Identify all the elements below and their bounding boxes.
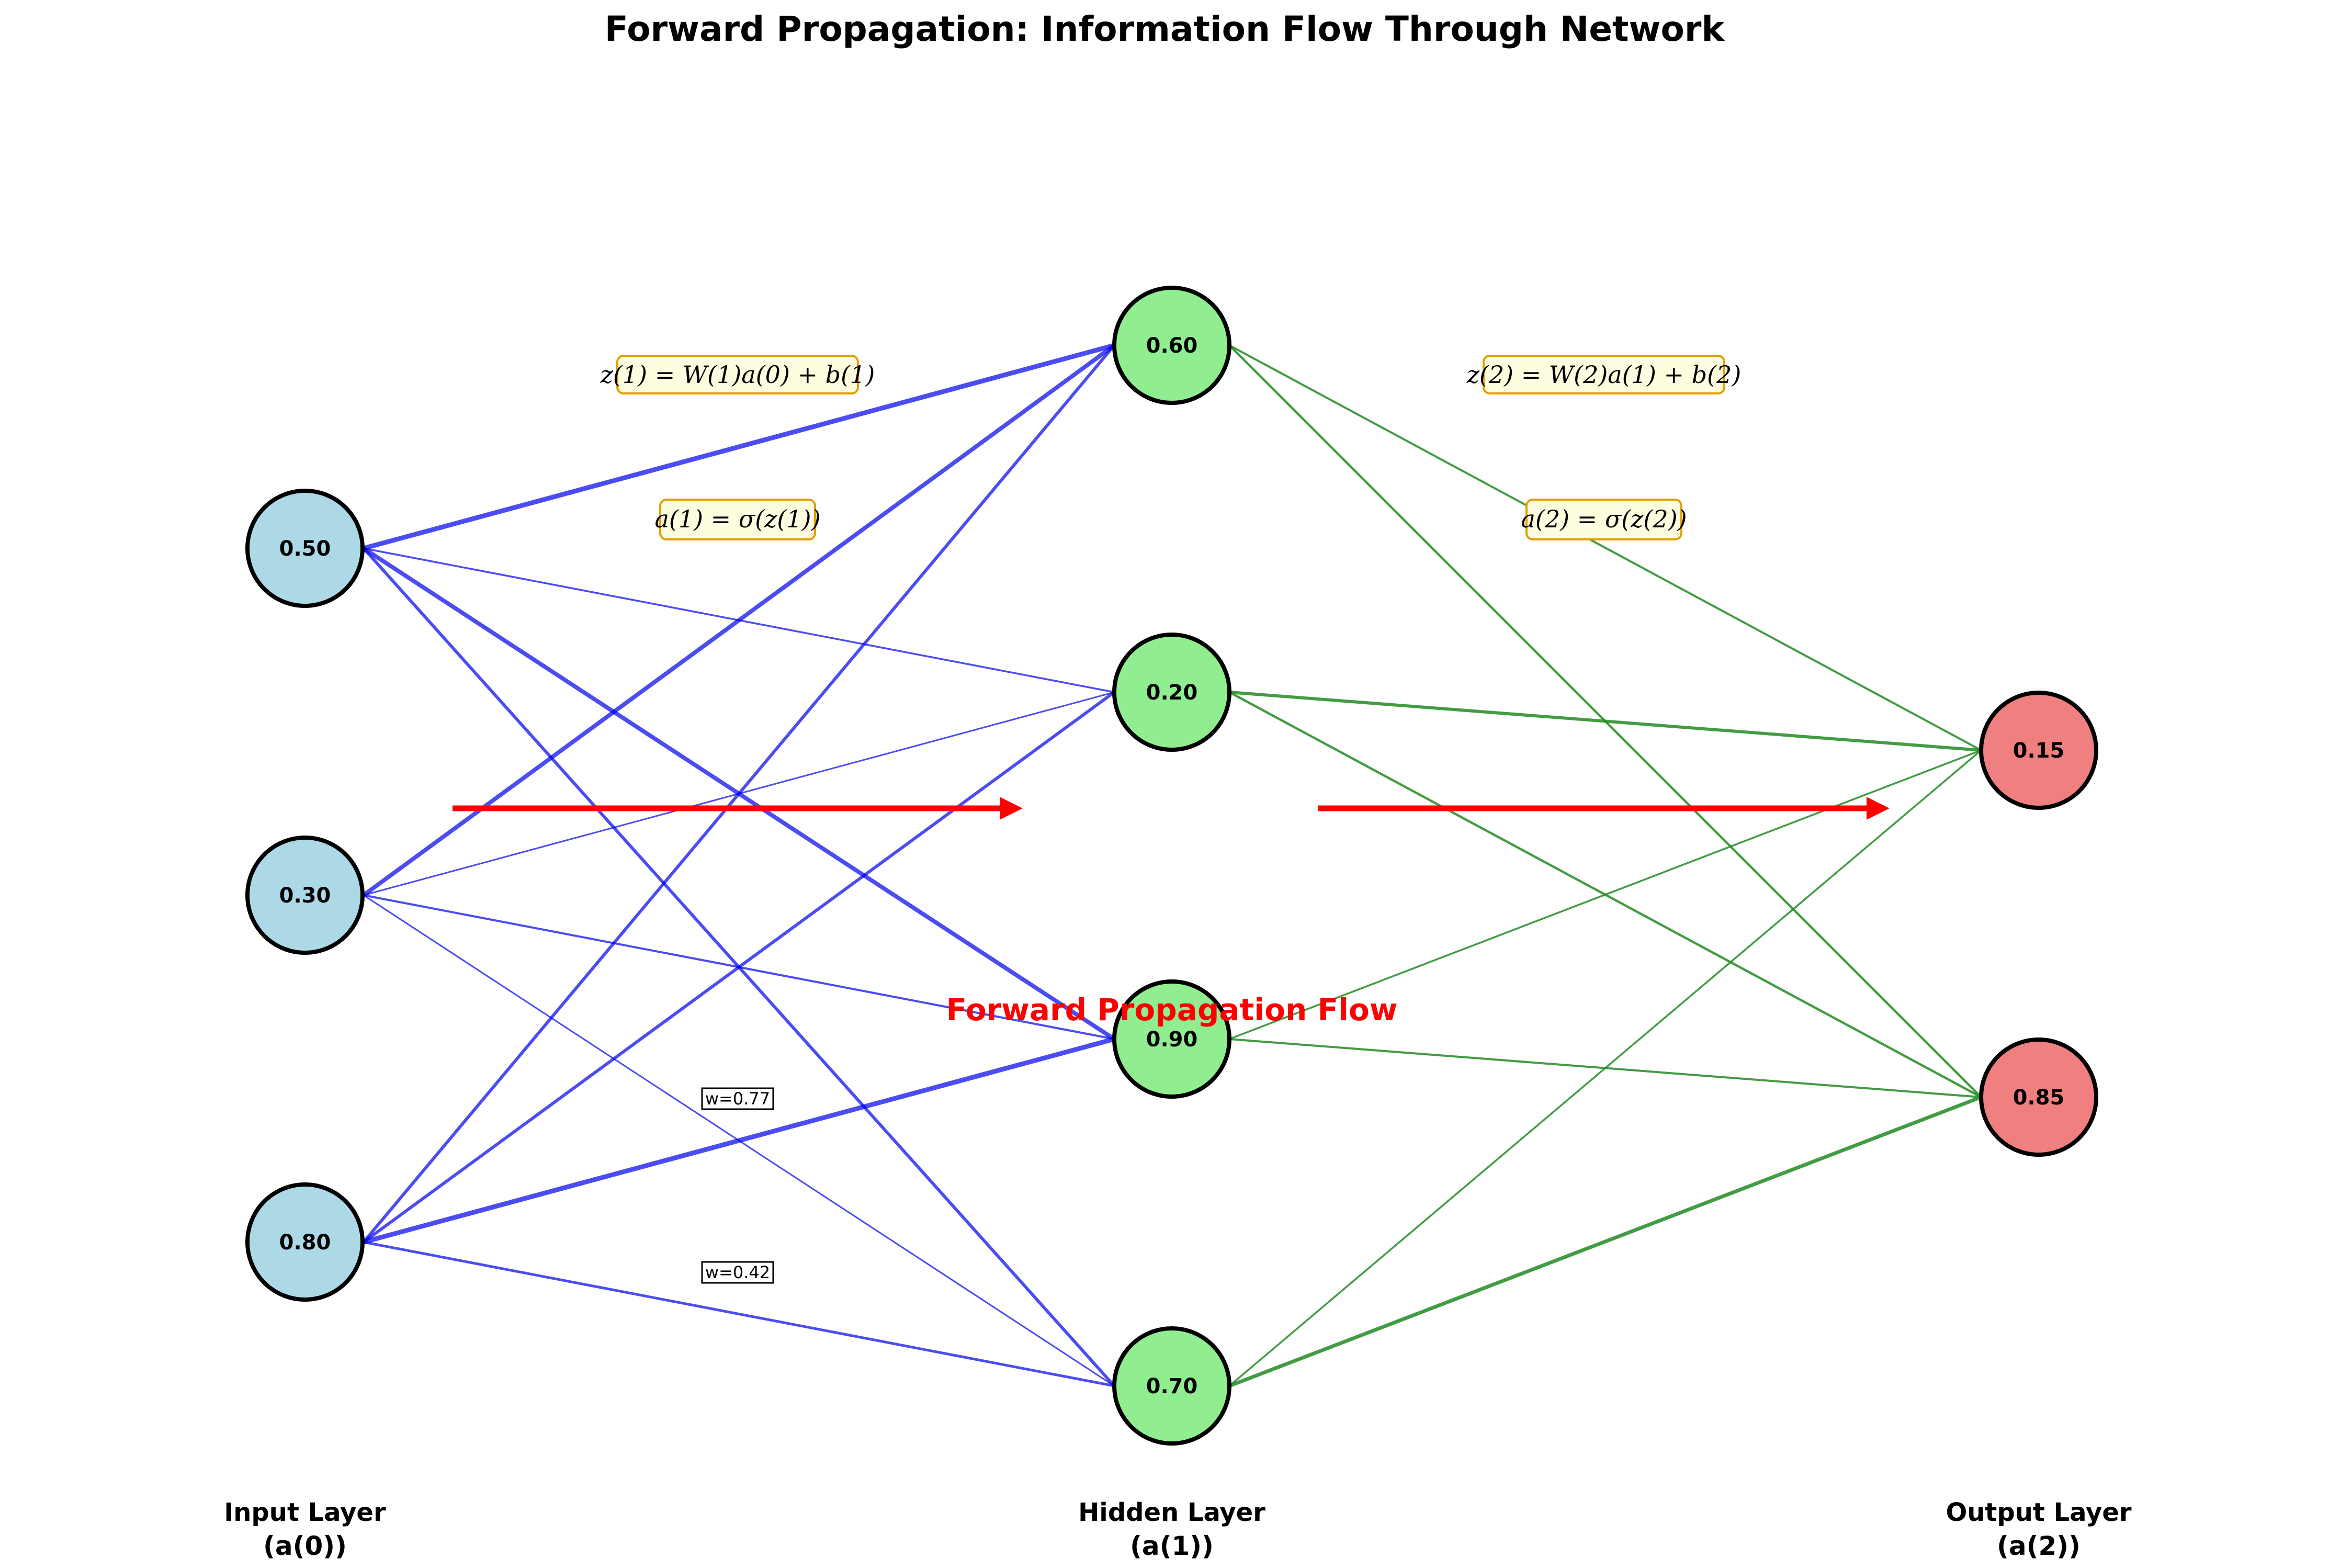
input-node-2 (245, 836, 365, 955)
equation-a1: a(1) = σ(z(1)) (654, 505, 820, 533)
hidden-node-1-value: 0.60 (1146, 334, 1198, 358)
equation-z2: z(2) = W(2)a(1) + b(2) (1466, 360, 1742, 389)
output-layer-symbol: (a(2)) (1997, 1531, 2081, 1561)
output-layer-label: Output Layer (1946, 1498, 2131, 1527)
hidden-node-2 (1112, 633, 1231, 752)
input-hidden-connections (362, 343, 1116, 1387)
input-layer-label: Input Layer (224, 1498, 386, 1527)
edge-h2-o1 (1229, 691, 1982, 752)
equation-z1: z(1) = W(1)a(0) + b(1) (600, 360, 875, 389)
hidden-output-connections (1228, 344, 1982, 1388)
input-node-1 (245, 489, 365, 608)
hidden-node-1 (1112, 286, 1231, 405)
input-node-3 (245, 1182, 365, 1302)
output-node-2-value: 0.85 (2013, 1086, 2065, 1110)
edge-h1-o1 (1229, 344, 1982, 751)
hidden-node-4 (1112, 1326, 1231, 1446)
input-layer-symbol: (a(0)) (263, 1531, 347, 1561)
output-node-1-value: 0.15 (2013, 739, 2065, 763)
equation-a2-box: a(2) = σ(z(2)) (1521, 499, 1687, 540)
edge-i3-h3 (363, 1036, 1115, 1245)
hidden-layer-symbol: (a(1)) (1130, 1531, 1214, 1561)
hidden-node-3 (1112, 979, 1231, 1099)
edge-i2-h1 (362, 343, 1116, 897)
hidden-node-3-value: 0.90 (1146, 1028, 1198, 1052)
hidden-node-4-value: 0.70 (1146, 1374, 1198, 1398)
edge-i1-h1 (363, 343, 1115, 551)
weight-label-2-text: w=0.42 (705, 1262, 770, 1282)
input-node-3-value: 0.80 (279, 1231, 331, 1255)
input-node-2-value: 0.30 (279, 884, 331, 908)
output-node-1 (1979, 691, 2098, 810)
weight-label-1-text: w=0.77 (705, 1089, 770, 1109)
edge-h4-o1 (1228, 749, 1982, 1387)
edge-i3-h2 (363, 691, 1115, 1244)
edge-i3-h1 (362, 344, 1116, 1243)
hidden-layer-label: Hidden Layer (1078, 1498, 1265, 1527)
hidden-node-2-value: 0.20 (1146, 681, 1198, 705)
edge-h4-o2 (1228, 1095, 1982, 1388)
equation-a1-box: a(1) = σ(z(1)) (654, 499, 821, 540)
output-node-2 (1979, 1037, 2098, 1157)
chart-title: Forward Propagation: Information Flow Th… (605, 9, 1726, 49)
input-layer-nodes (245, 489, 365, 1302)
edge-i3-h4 (363, 1240, 1115, 1387)
flow-label: Forward Propagation Flow (946, 992, 1398, 1028)
weight-label-1: w=0.77 (701, 1087, 774, 1110)
edge-h3-o1 (1229, 749, 1982, 1040)
hidden-layer-nodes (1112, 286, 1231, 1446)
equation-z1-box: z(1) = W(1)a(0) + b(1) (600, 355, 875, 394)
output-layer-nodes (1979, 691, 2098, 1157)
equation-a2: a(2) = σ(z(2)) (1521, 505, 1687, 533)
weight-label-2: w=0.42 (701, 1261, 774, 1284)
input-node-1-value: 0.50 (279, 537, 331, 561)
equation-z2-box: z(2) = W(2)a(1) + b(2) (1466, 355, 1742, 394)
